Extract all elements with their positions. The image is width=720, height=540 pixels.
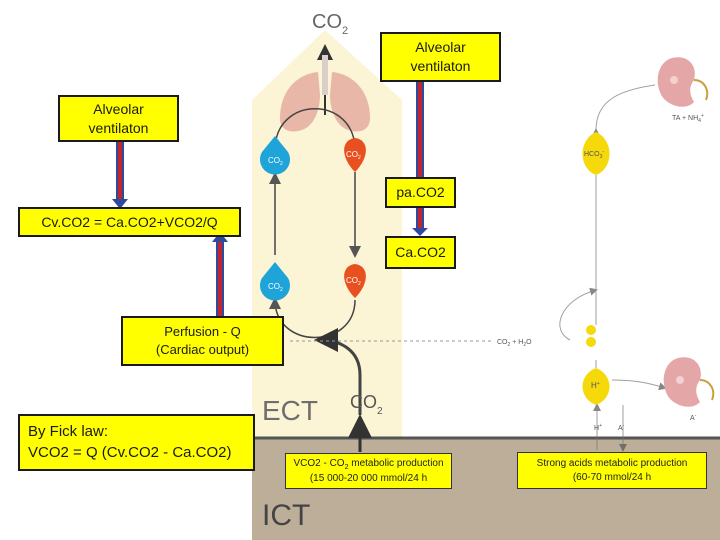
red-drop-tissue: CO2 <box>344 264 366 298</box>
strong-acids-production-box: Strong acids metabolic production (60-70… <box>517 452 707 489</box>
callout-line: Ca.CO2 <box>395 244 446 261</box>
blue-drop-tissue: CO2 <box>260 262 291 301</box>
buffer-dots <box>586 325 596 347</box>
ict-label: ICT <box>262 499 310 532</box>
svg-text:CO2: CO2 <box>346 150 361 161</box>
callout-line: pa.CO2 <box>396 184 445 201</box>
callout-line: Cv.CO2 = Ca.CO2+VCO2/Q <box>41 213 218 230</box>
callout-line: ventilaton <box>88 119 149 136</box>
svg-text:H+: H+ <box>591 381 600 390</box>
kidney-bottom-icon <box>663 357 715 407</box>
caco2-callout: Ca.CO2 <box>385 236 456 269</box>
ect-label: ECT <box>262 395 318 426</box>
cvco2-equation-callout: Cv.CO2 = Ca.CO2+VCO2/Q <box>18 207 241 237</box>
callout-line: ventilaton <box>410 58 471 74</box>
acids-line-1: Strong acids metabolic production <box>536 458 688 469</box>
h-ion-drop: H+ <box>582 368 610 405</box>
perfusion-callout: Perfusion - Q (Cardiac output) <box>121 316 284 366</box>
kidney-top-icon <box>657 57 709 107</box>
vco2-production-box: VCO2 - CO2 metabolic production (15 000-… <box>285 453 452 489</box>
vco2-line-1: VCO2 - CO2 metabolic production <box>293 457 444 471</box>
svg-text:CO2: CO2 <box>268 156 283 167</box>
callout-line: By Fick law: <box>28 423 109 441</box>
h-label: H+ <box>594 423 602 432</box>
alveolar-ventilation-callout-left: Alveolar ventilaton <box>58 95 179 142</box>
callout-arrows <box>112 82 428 316</box>
callout-line: VCO2 = Q (Cv.CO2 - Ca.CO2) <box>28 443 232 461</box>
top-co2-label: CO2 <box>312 11 348 37</box>
kidney-top-label: TA + NH4+ <box>672 113 704 124</box>
callout-line: Perfusion - Q <box>164 324 241 340</box>
callout-line: Alveolar <box>415 39 466 56</box>
svg-text:CO2: CO2 <box>268 282 283 293</box>
kidney-bottom-label: A- <box>690 413 697 422</box>
ect-co2-label: CO2 <box>350 392 383 417</box>
reaction-label: CO2 + H2O <box>497 339 532 348</box>
svg-text:CO2: CO2 <box>346 276 361 287</box>
svg-text:HCO3-: HCO3- <box>584 149 604 160</box>
red-drop-lung: CO2 <box>344 138 366 172</box>
hco3-drop: HCO3- <box>582 132 610 175</box>
acids-line-2: (60-70 mmol/24 h <box>572 471 652 483</box>
alveolar-ventilation-callout-right: Alveolar ventilaton <box>380 32 501 82</box>
paco2-callout: pa.CO2 <box>385 177 456 208</box>
callout-line: (Cardiac output) <box>155 342 250 357</box>
fick-law-callout: By Fick law: VCO2 = Q (Cv.CO2 - Ca.CO2) <box>18 414 255 471</box>
a-label: A- <box>618 423 625 432</box>
vco2-line-2: (15 000-20 000 mmol/24 h <box>309 472 428 484</box>
blue-drop-lung: CO2 <box>260 136 290 175</box>
callout-line: Alveolar <box>93 100 144 117</box>
ect-band <box>252 30 402 438</box>
